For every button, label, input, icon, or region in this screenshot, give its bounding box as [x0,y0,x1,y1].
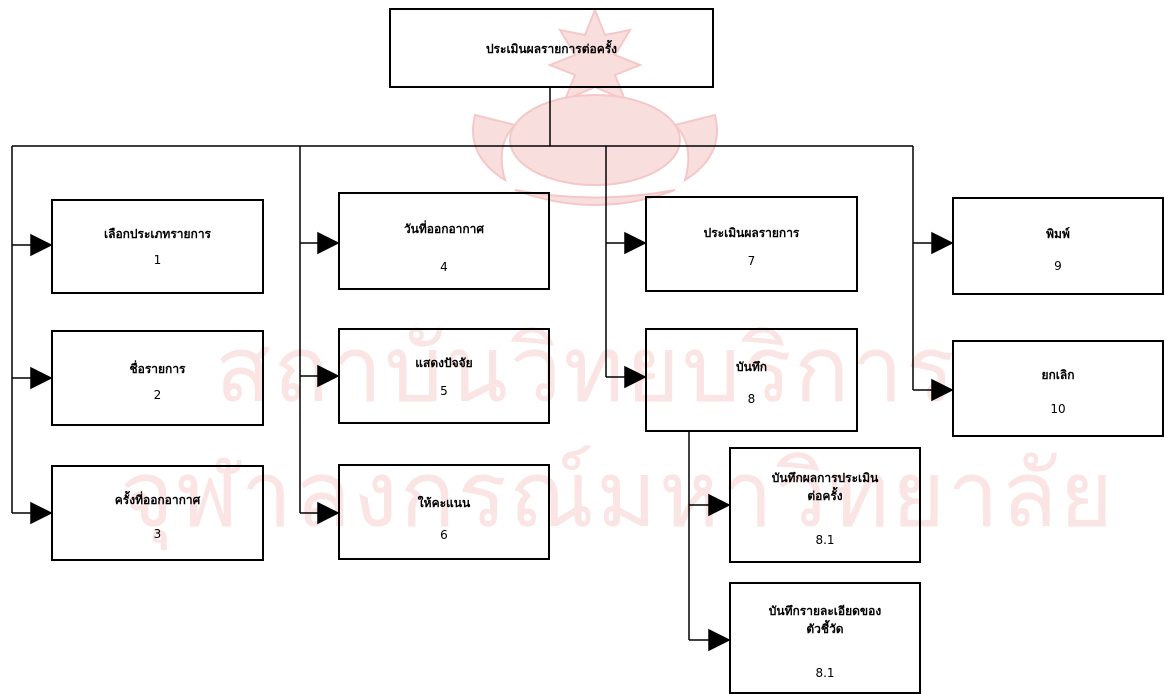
node-6-number: 6 [440,528,448,542]
node-box-6: ให้คะแนน 6 [338,464,550,560]
node-1-label: เลือกประเภทรายการ [103,227,212,241]
arrowhead-node-5 [317,364,340,388]
node-box-10: ยกเลิก 10 [952,340,1164,437]
node-2-number: 2 [153,388,162,402]
arrowhead-node-1 [30,233,53,257]
arrowhead-node-7 [624,231,647,255]
arrowhead-node-4 [317,231,340,255]
node-8-label: บันทึก [736,360,767,374]
node-10-number: 10 [1050,402,1066,416]
node-box-9: พิมพ์ 9 [952,197,1164,295]
node-7-label: ประเมินผลรายการ [703,226,800,240]
arrowhead-node-10 [931,378,954,402]
arrowhead-node-9 [931,231,954,255]
node-4-label: วันที่ออกอากาศ [403,222,485,236]
node-box-5: แสดงปัจจัย 5 [338,328,550,424]
node-8-1a-number: 8.1 [815,533,835,547]
node-5-label: แสดงปัจจัย [415,356,473,370]
node-9-number: 9 [1054,259,1062,273]
node-box-2: ชื่อรายการ 2 [51,330,264,426]
root-label: ประเมินผลรายการต่อครั้ง [485,42,618,56]
node-8-1b-label-line1: บันทึกรายละเอียดของ [768,604,882,618]
node-9-label: พิมพ์ [1046,227,1070,241]
node-box-8: บันทึก 8 [645,328,858,432]
node-1-number: 1 [153,253,162,267]
node-2-label: ชื่อรายการ [129,362,186,376]
arrowhead-node-8-1b [708,628,731,652]
node-5-number: 5 [440,384,448,398]
node-3-number: 3 [153,527,162,541]
node-box-7: ประเมินผลรายการ 7 [645,196,858,292]
node-8-1b-label-line2: ตัวชี้วัด [806,622,844,636]
arrowhead-node-8 [624,365,647,389]
arrowhead-node-3 [30,501,53,525]
arrowhead-node-2 [30,366,53,390]
node-8-1a-label-line2: ต่อครั้ง [807,489,843,503]
arrowhead-node-8-1a [708,493,731,517]
root-box: ประเมินผลรายการต่อครั้ง [389,8,714,88]
node-8-number: 8 [747,392,756,406]
node-box-4: วันที่ออกอากาศ 4 [338,192,550,290]
node-10-label: ยกเลิก [1041,368,1075,382]
node-box-8-1a: บันทึกผลการประเมิน ต่อครั้ง 8.1 [729,447,921,563]
node-8-1b-number: 8.1 [815,666,835,680]
node-box-3: ครั้งที่ออกอากาศ 3 [51,465,264,561]
node-box-1: เลือกประเภทรายการ 1 [51,199,264,294]
node-4-number: 4 [440,260,448,274]
arrowhead-node-6 [317,501,340,525]
node-8-1a-label-line1: บันทึกผลการประเมิน [771,471,879,485]
node-3-label: ครั้งที่ออกอากาศ [114,493,201,507]
node-box-8-1b: บันทึกรายละเอียดของ ตัวชี้วัด 8.1 [729,582,921,694]
node-7-number: 7 [747,254,756,268]
node-6-label: ให้คะแนน [417,496,471,510]
